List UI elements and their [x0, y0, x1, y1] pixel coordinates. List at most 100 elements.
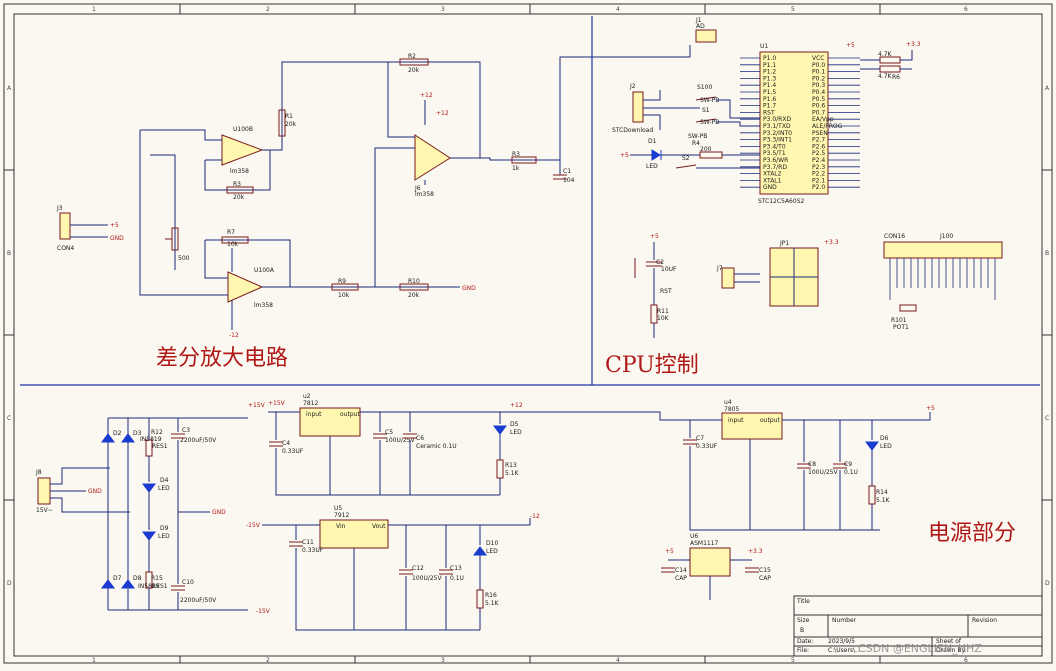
svg-text:GND: GND — [110, 235, 124, 242]
svg-text:RES1: RES1 — [152, 583, 168, 590]
svg-text:CON16: CON16 — [884, 233, 905, 240]
svg-text:5.1K: 5.1K — [876, 497, 891, 504]
resistor-r16 — [476, 589, 484, 609]
col-label-1-bottom: 1 — [92, 657, 96, 664]
sheet-label: Sheet of — [936, 638, 962, 645]
svg-text:+15V: +15V — [248, 402, 266, 409]
section-title-diff-amp: 差分放大电路 — [156, 346, 288, 371]
svg-text:J8: J8 — [35, 469, 42, 476]
svg-text:+5: +5 — [650, 233, 659, 240]
power-circuit: J8 15V~ GND D2 D3 D7 D8 IN5819 IN5819 R1… — [35, 393, 935, 631]
svg-text:R16: R16 — [485, 592, 497, 599]
svg-text:7805: 7805 — [724, 406, 739, 413]
svg-text:GND: GND — [212, 509, 226, 516]
opamp-u100a — [227, 271, 264, 303]
mcu-pin-label: P0.6 — [812, 103, 825, 110]
svg-text:20k: 20k — [233, 194, 245, 201]
connector-j1 — [695, 29, 717, 43]
mcu-pin-label: P3.5/T1 — [763, 150, 786, 157]
svg-text:LED: LED — [510, 429, 522, 436]
svg-text:STC12C5A60S2: STC12C5A60S2 — [758, 198, 805, 205]
svg-text:lm358: lm358 — [254, 302, 273, 309]
row-label-a-right: A — [1045, 85, 1050, 92]
svg-text:R10: R10 — [408, 278, 420, 285]
svg-text:R7: R7 — [227, 229, 235, 236]
border-labels: 1 2 3 4 5 6 1 2 3 4 5 6 A B C D A B C D — [7, 6, 1050, 664]
svg-text:STCDownload: STCDownload — [612, 127, 653, 134]
svg-text:C11: C11 — [302, 539, 314, 546]
mcu-pin-label: P2.0 — [812, 184, 825, 191]
svg-text:lm358: lm358 — [230, 168, 249, 175]
col-label-5: 5 — [791, 6, 795, 13]
svg-text:104: 104 — [563, 177, 575, 184]
regulator-u6 — [689, 547, 731, 577]
svg-text:100U/25V: 100U/25V — [385, 437, 416, 444]
svg-text:CAP: CAP — [675, 575, 687, 582]
resistor-r9 — [331, 283, 359, 291]
svg-text:R12: R12 — [151, 429, 163, 436]
svg-text:R4: R4 — [692, 140, 700, 147]
svg-text:u2: u2 — [303, 393, 311, 400]
svg-text:D8: D8 — [133, 575, 142, 582]
svg-text:U1: U1 — [760, 43, 768, 50]
svg-text:CAP: CAP — [759, 575, 771, 582]
connector-j100 — [883, 241, 1003, 259]
svg-text:J2: J2 — [629, 83, 636, 90]
svg-text:Ceramic 0.1U: Ceramic 0.1U — [416, 443, 457, 450]
size-label: Size — [797, 617, 810, 624]
mcu-pin-label: P0.2 — [812, 75, 825, 82]
svg-text:D2: D2 — [113, 430, 122, 437]
svg-text:U100A: U100A — [254, 267, 275, 274]
row-label-c: C — [7, 415, 11, 422]
svg-text:0.33UF: 0.33UF — [696, 443, 718, 450]
svg-text:C5: C5 — [385, 429, 393, 436]
mcu-pin-label: P3.7/RD — [763, 164, 787, 171]
svg-text:D10: D10 — [486, 540, 498, 547]
col-label-1: 1 — [92, 6, 96, 13]
svg-text:20k: 20k — [285, 121, 297, 128]
svg-text:output: output — [760, 417, 780, 424]
mcu-pin-label: P2.1 — [812, 177, 825, 184]
mcu-pin-label: P3.4/T0 — [763, 143, 786, 150]
svg-text:2200uF/50V: 2200uF/50V — [180, 437, 217, 444]
mcu-pin-label: P2.7 — [812, 137, 825, 144]
resistor-r7 — [221, 236, 249, 244]
svg-text:D4: D4 — [160, 477, 169, 484]
svg-text:LED: LED — [486, 548, 498, 555]
file-value: C:\Users\... — [828, 647, 861, 654]
mcu-pin-label: VCC — [812, 55, 824, 62]
row-label-c-right: C — [1045, 415, 1049, 422]
regulator-u4 — [721, 412, 783, 440]
mcu-pin-label: P2.5 — [812, 150, 825, 157]
mcu-pin-label: ALE/PROG — [812, 123, 843, 130]
svg-text:D1: D1 — [648, 138, 657, 145]
mcu-u1 — [759, 51, 829, 195]
svg-text:SW-PB: SW-PB — [700, 119, 719, 126]
svg-text:-15V: -15V — [246, 522, 261, 529]
svg-text:C9: C9 — [844, 461, 852, 468]
connector-j7 — [721, 267, 735, 289]
svg-text:CON4: CON4 — [57, 245, 74, 252]
svg-text:C15: C15 — [759, 567, 771, 574]
svg-text:+3.3: +3.3 — [824, 239, 839, 246]
mcu-pin-label: P0.0 — [812, 62, 825, 69]
section-title-power: 电源部分 — [928, 521, 1016, 546]
svg-text:+5: +5 — [110, 222, 119, 229]
svg-text:J1: J1 — [695, 17, 702, 24]
mcu-pin-label: P3.6/WR — [763, 157, 788, 164]
mcu-pin-label: P1.0 — [763, 55, 776, 62]
resistor-r13 — [496, 459, 504, 479]
file-label: File: — [797, 647, 809, 654]
svg-text:R15: R15 — [151, 575, 163, 582]
col-label-3: 3 — [441, 6, 445, 13]
col-label-4: 4 — [616, 6, 620, 13]
resistor-r6 — [879, 65, 901, 73]
svg-text:C3: C3 — [182, 427, 190, 434]
j100-pin-wires — [889, 258, 996, 300]
watermark: CSDN @ENGLISH_HHZ — [858, 642, 982, 655]
svg-text:+12: +12 — [436, 110, 449, 117]
sheet-border — [3, 3, 1053, 664]
resistor-r2 — [399, 58, 429, 66]
col-label-6: 6 — [964, 6, 968, 13]
